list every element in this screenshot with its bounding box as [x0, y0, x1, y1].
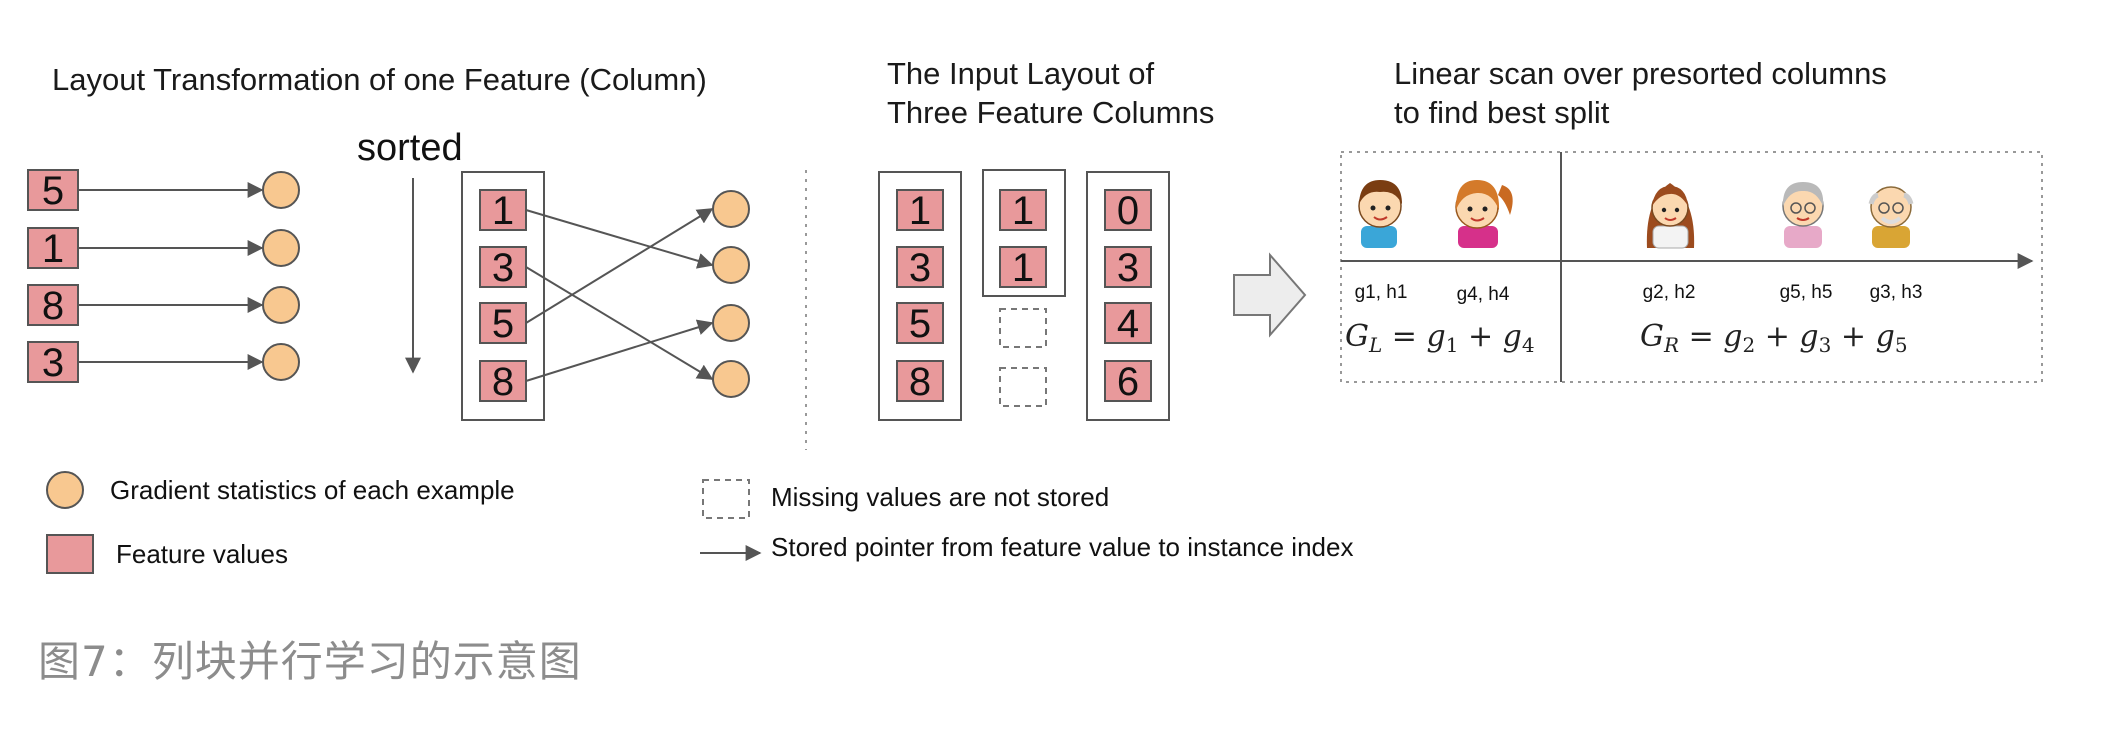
gradient-circle [712, 304, 750, 342]
feature-column-2-frame [982, 169, 1066, 297]
legend-missing-label: Missing values are not stored [771, 482, 1109, 512]
feature-value: 3 [27, 341, 79, 385]
gradient-circles-right [712, 190, 750, 398]
block-arrow-icon [1233, 252, 1307, 338]
boy-icon [1358, 180, 1402, 248]
feature-value: 3 [1104, 246, 1152, 290]
gradient-circle [262, 343, 300, 381]
feature-value: 1 [896, 189, 944, 233]
svg-text:8: 8 [492, 360, 514, 404]
legend: Gradient statistics of each example Feat… [46, 471, 1353, 574]
gradient-circle [262, 229, 300, 267]
grandmother-icon [1782, 182, 1824, 248]
legend-missing-box [702, 479, 750, 519]
left-panel-title: Layout Transformation of one Feature (Co… [52, 62, 707, 97]
feature-column-3: 0 3 4 6 [1104, 189, 1152, 404]
gl-formula: GL = g1 + g4 [1345, 319, 1535, 357]
legend-pointer-label: Stored pointer from feature value to ins… [771, 532, 1353, 562]
feature-value: 8 [896, 360, 944, 404]
sorted-column-frame [461, 171, 545, 421]
legend-feature-label: Feature values [116, 539, 288, 569]
middle-panel-title-line1: The Input Layout of [887, 56, 1155, 91]
feature-value: 5 [479, 302, 527, 346]
gradient-circle [712, 246, 750, 284]
feature-value: 1 [27, 227, 79, 271]
svg-text:3: 3 [492, 246, 514, 290]
right-panel-title-line2: to find best split [1394, 95, 1610, 130]
svg-text:1: 1 [909, 189, 931, 233]
pointer-arrows-sorted [525, 208, 714, 382]
svg-text:5: 5 [492, 302, 514, 346]
feature-column-1: 1 3 5 8 [896, 189, 944, 404]
feature-value: 5 [896, 302, 944, 346]
feature-value: 1 [999, 189, 1047, 233]
svg-text:5: 5 [909, 302, 931, 346]
block-structure-diagram: Layout Transformation of one Feature (Co… [27, 56, 2043, 574]
legend-feature-box [46, 534, 94, 574]
svg-text:1: 1 [492, 189, 514, 233]
feature-value: 1 [999, 246, 1047, 290]
split-scan-frame [1340, 151, 2043, 383]
legend-gradient-label: Gradient statistics of each example [110, 475, 515, 505]
gh-label: g3, h3 [1870, 282, 1923, 303]
feature-value: 3 [479, 246, 527, 290]
gh-label: g5, h5 [1780, 282, 1833, 303]
legend-gradient-circle [46, 471, 84, 509]
svg-text:1: 1 [1012, 189, 1034, 233]
svg-text:3: 3 [1117, 246, 1139, 290]
feature-column-2: 1 1 [999, 189, 1047, 407]
missing-value-box [999, 308, 1047, 348]
gradient-circle [712, 190, 750, 228]
grandfather-icon [1868, 186, 1914, 248]
gh-label: g1, h1 [1355, 282, 1408, 303]
sorted-feature-column: 1 3 5 8 [479, 189, 527, 404]
feature-column-1-frame [878, 171, 962, 421]
feature-value: 8 [27, 284, 79, 328]
feature-value: 6 [1104, 360, 1152, 404]
svg-text:0: 0 [1117, 189, 1139, 233]
svg-text:4: 4 [1117, 302, 1139, 346]
svg-text:5: 5 [42, 169, 64, 213]
feature-column-3-frame [1086, 171, 1170, 421]
unsorted-feature-column: 5 1 8 3 [27, 169, 79, 385]
woman-icon [1646, 183, 1695, 249]
svg-text:3: 3 [42, 341, 64, 385]
girl-icon [1455, 180, 1513, 248]
gradient-circle [262, 286, 300, 324]
svg-text:3: 3 [909, 246, 931, 290]
svg-text:1: 1 [42, 227, 64, 271]
gr-formula: GR = g2 + g3 + g5 [1640, 319, 1908, 357]
middle-panel-title-line2: Three Feature Columns [887, 95, 1214, 130]
feature-value: 4 [1104, 302, 1152, 346]
missing-value-box [999, 367, 1047, 407]
feature-value: 3 [896, 246, 944, 290]
gradient-circles-left [262, 171, 300, 381]
sorted-label: sorted [357, 127, 463, 169]
svg-text:8: 8 [42, 284, 64, 328]
gradient-circle [712, 360, 750, 398]
right-panel-title-line1: Linear scan over presorted columns [1394, 56, 1887, 91]
feature-value: 1 [479, 189, 527, 233]
pointer-arrows-unsorted [78, 182, 264, 370]
svg-text:6: 6 [1117, 360, 1139, 404]
gh-label: g2, h2 [1643, 282, 1696, 303]
feature-value: 8 [479, 360, 527, 404]
figure-caption: 图7：列块并行学习的示意图 [38, 637, 582, 686]
svg-text:1: 1 [1012, 246, 1034, 290]
gh-label: g4, h4 [1457, 284, 1510, 305]
feature-value: 0 [1104, 189, 1152, 233]
gradient-circle [262, 171, 300, 209]
svg-text:8: 8 [909, 360, 931, 404]
feature-value: 5 [27, 169, 79, 213]
